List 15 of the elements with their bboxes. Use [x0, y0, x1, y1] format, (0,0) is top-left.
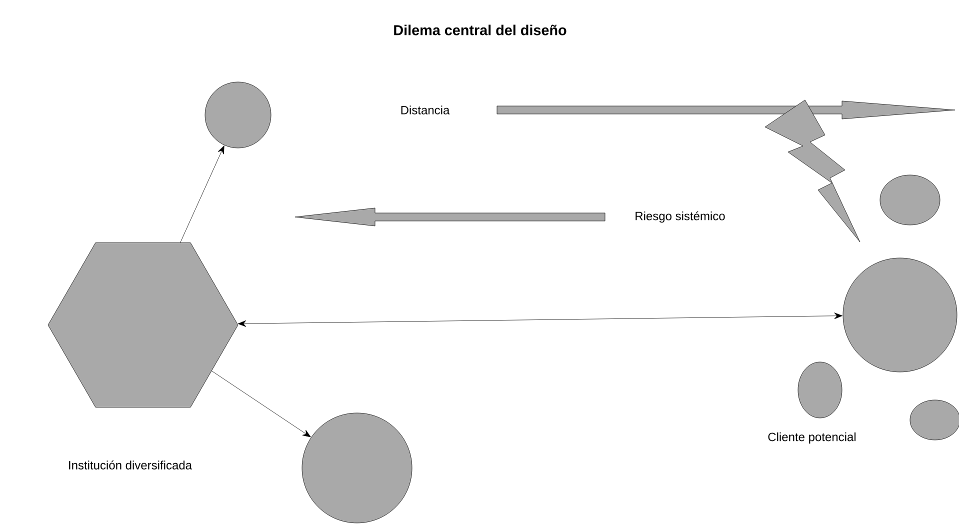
ellipse: [798, 362, 842, 418]
label: Cliente potencial: [768, 432, 856, 444]
circle: [302, 412, 412, 524]
label: Riesgo sistémico: [636, 211, 725, 223]
circle: [204, 82, 272, 148]
title: Dilema central del diseño: [394, 24, 566, 36]
ellipse: [880, 174, 940, 226]
arrow: [180, 146, 224, 243]
circle: [842, 258, 958, 372]
ellipse: [910, 400, 959, 440]
arrow: [212, 370, 311, 438]
label: Institución diversificada: [69, 460, 192, 470]
label: Distancia: [401, 106, 450, 114]
hexagon: [48, 242, 238, 408]
arrow: [238, 312, 842, 327]
